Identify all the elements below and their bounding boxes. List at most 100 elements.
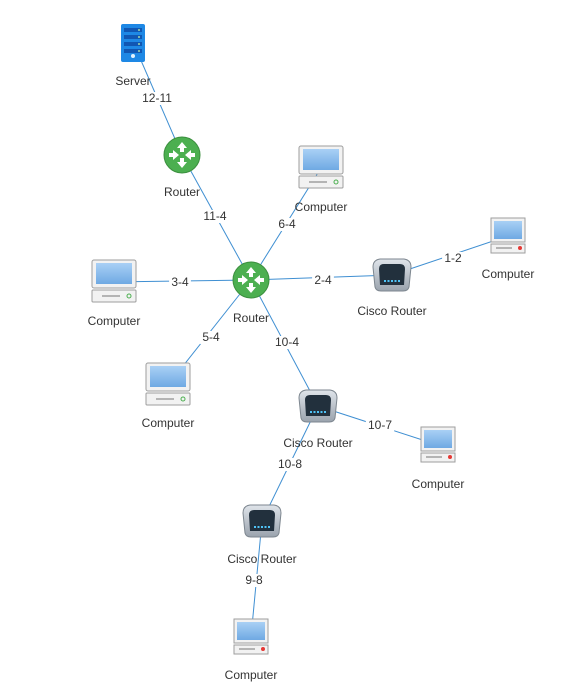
- link-label-background: [139, 92, 175, 105]
- node-label: Cisco Router: [227, 552, 296, 566]
- link-label: 9-8: [245, 573, 263, 587]
- link-label-background: [312, 274, 334, 287]
- cisco-icon: [372, 258, 412, 292]
- link-label: 1-2: [444, 251, 462, 265]
- server-bay: [124, 35, 142, 39]
- link-label-background: [276, 218, 298, 231]
- node-label: Router: [164, 185, 200, 199]
- cisco-port-led: [324, 411, 326, 413]
- server-led: [138, 36, 140, 38]
- link-label-background: [200, 331, 222, 344]
- cisco-port-led: [268, 526, 270, 528]
- node-label: Computer: [142, 416, 195, 430]
- link-label-background: [365, 419, 395, 432]
- laptop-bottom-node[interactable]: [233, 618, 269, 655]
- node-label: Router: [233, 311, 269, 325]
- server-node[interactable]: [121, 24, 145, 62]
- cisco-port-led: [313, 411, 316, 413]
- cisco-right-node[interactable]: [372, 258, 412, 292]
- cisco-port-led: [264, 526, 267, 528]
- cisco-port-led: [310, 411, 312, 413]
- node-label: Computer: [295, 200, 348, 214]
- links-layer: [113, 41, 509, 638]
- cisco-face: [249, 510, 275, 531]
- cisco-port-led: [398, 280, 400, 282]
- link-label-background: [169, 276, 191, 289]
- laptop-screen: [494, 221, 522, 239]
- link-label: 3-4: [171, 275, 189, 289]
- desktop-left-node[interactable]: [91, 259, 137, 303]
- router-icon: [232, 261, 270, 299]
- router-top-node[interactable]: [163, 136, 201, 174]
- desktop-icon: [91, 259, 137, 303]
- server-icon: [121, 24, 145, 62]
- link-label: 6-4: [278, 217, 296, 231]
- cisco-port-led: [387, 280, 390, 282]
- cisco-port-led: [257, 526, 260, 528]
- link-labels-layer: 12-11 11-4 6-4 3-4 5-4 2-4 1-2 10-4 10-7 10-8 9-8: [139, 91, 464, 587]
- cisco-port-led: [320, 411, 323, 413]
- link-label: 5-4: [202, 330, 220, 344]
- link-label: 10-4: [275, 335, 299, 349]
- nodes-layer: ServerRouterRouterComputerComputerComput…: [88, 24, 535, 682]
- monitor-screen: [96, 263, 132, 284]
- cisco-low-node[interactable]: [242, 504, 282, 538]
- cisco-icon: [298, 389, 338, 423]
- cisco-face: [305, 395, 331, 416]
- router-arrows-icon: [238, 267, 264, 293]
- router-arrows-icon: [169, 142, 195, 168]
- laptop-mid-node[interactable]: [420, 426, 456, 463]
- laptop-led: [261, 647, 265, 651]
- link-label-background: [243, 574, 265, 587]
- node-label: Server: [115, 74, 150, 88]
- router-circle: [163, 136, 201, 174]
- router-circle: [232, 261, 270, 299]
- laptop-icon: [233, 618, 269, 655]
- desktop-bottomleft-node[interactable]: [145, 362, 191, 406]
- laptop-screen: [237, 622, 265, 640]
- node-label: Cisco Router: [283, 436, 352, 450]
- desktop-icon: [298, 145, 344, 189]
- cisco-port-led: [254, 526, 256, 528]
- cisco-port-led: [394, 280, 397, 282]
- link-label: 10-8: [278, 457, 302, 471]
- server-bay: [124, 42, 142, 46]
- link-label-background: [275, 458, 305, 471]
- cisco-face: [379, 264, 405, 285]
- node-label: Computer: [225, 668, 278, 682]
- desktop-icon: [145, 362, 191, 406]
- power-led: [333, 179, 339, 185]
- cisco-mid-node[interactable]: [298, 389, 338, 423]
- server-power-dot: [131, 54, 135, 58]
- monitor-screen: [303, 149, 339, 170]
- server-bay: [124, 49, 142, 53]
- cisco-port-led: [317, 411, 319, 413]
- router-center-node[interactable]: [232, 261, 270, 299]
- server-led: [138, 29, 140, 31]
- node-label: Computer: [88, 314, 141, 328]
- link-label-background: [272, 336, 302, 349]
- laptop-right-node[interactable]: [490, 217, 526, 254]
- cisco-port-led: [391, 280, 393, 282]
- router-icon: [163, 136, 201, 174]
- server-bay: [124, 28, 142, 32]
- link-label: 11-4: [203, 209, 226, 223]
- cisco-port-led: [261, 526, 263, 528]
- laptop-led: [448, 455, 452, 459]
- power-led: [180, 396, 186, 402]
- server-led: [138, 43, 140, 45]
- link-label-background: [442, 252, 464, 265]
- monitor-screen: [150, 366, 186, 387]
- desktop-top-node[interactable]: [298, 145, 344, 189]
- cisco-icon: [242, 504, 282, 538]
- link-label: 10-7: [368, 418, 392, 432]
- power-led: [126, 293, 132, 299]
- cisco-port-led: [384, 280, 386, 282]
- server-led: [138, 50, 140, 52]
- node-label: Computer: [482, 267, 535, 281]
- laptop-screen: [424, 430, 452, 448]
- node-label: Computer: [412, 477, 465, 491]
- link-label: 2-4: [314, 273, 332, 287]
- link-label: 12-11: [142, 91, 172, 105]
